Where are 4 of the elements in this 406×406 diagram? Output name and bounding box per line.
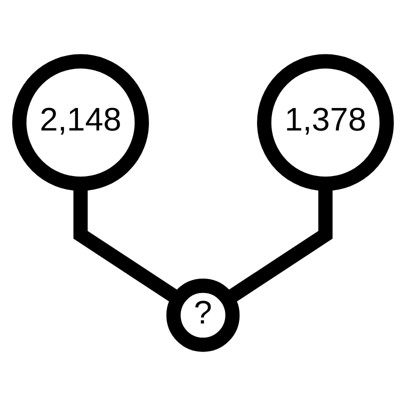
- node-circle: [12, 54, 149, 191]
- node-circle: [257, 54, 394, 191]
- node-circle: [166, 278, 240, 352]
- number-bond-diagram: 2,148 1,378 ?: [3, 44, 403, 362]
